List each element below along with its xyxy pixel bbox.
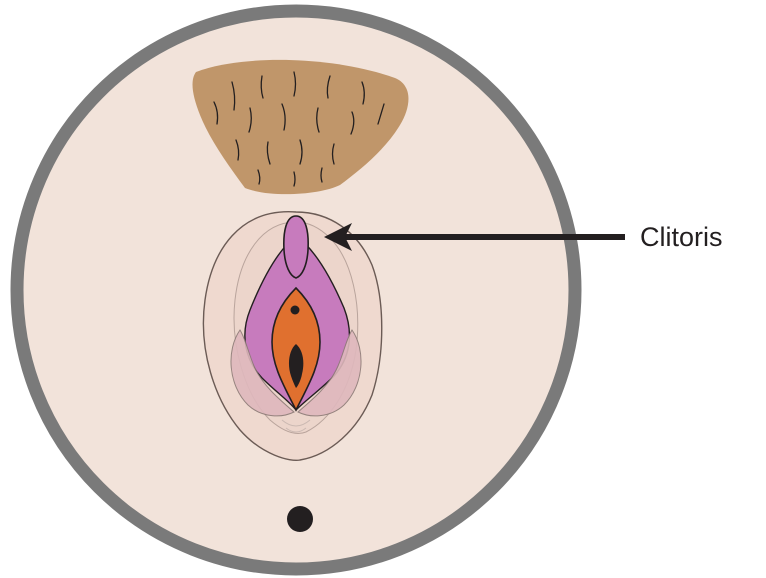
clitoris-label: Clitoris xyxy=(640,222,723,252)
clitoris-shape xyxy=(284,216,308,278)
urethral-opening xyxy=(291,306,300,315)
anus xyxy=(287,506,313,532)
